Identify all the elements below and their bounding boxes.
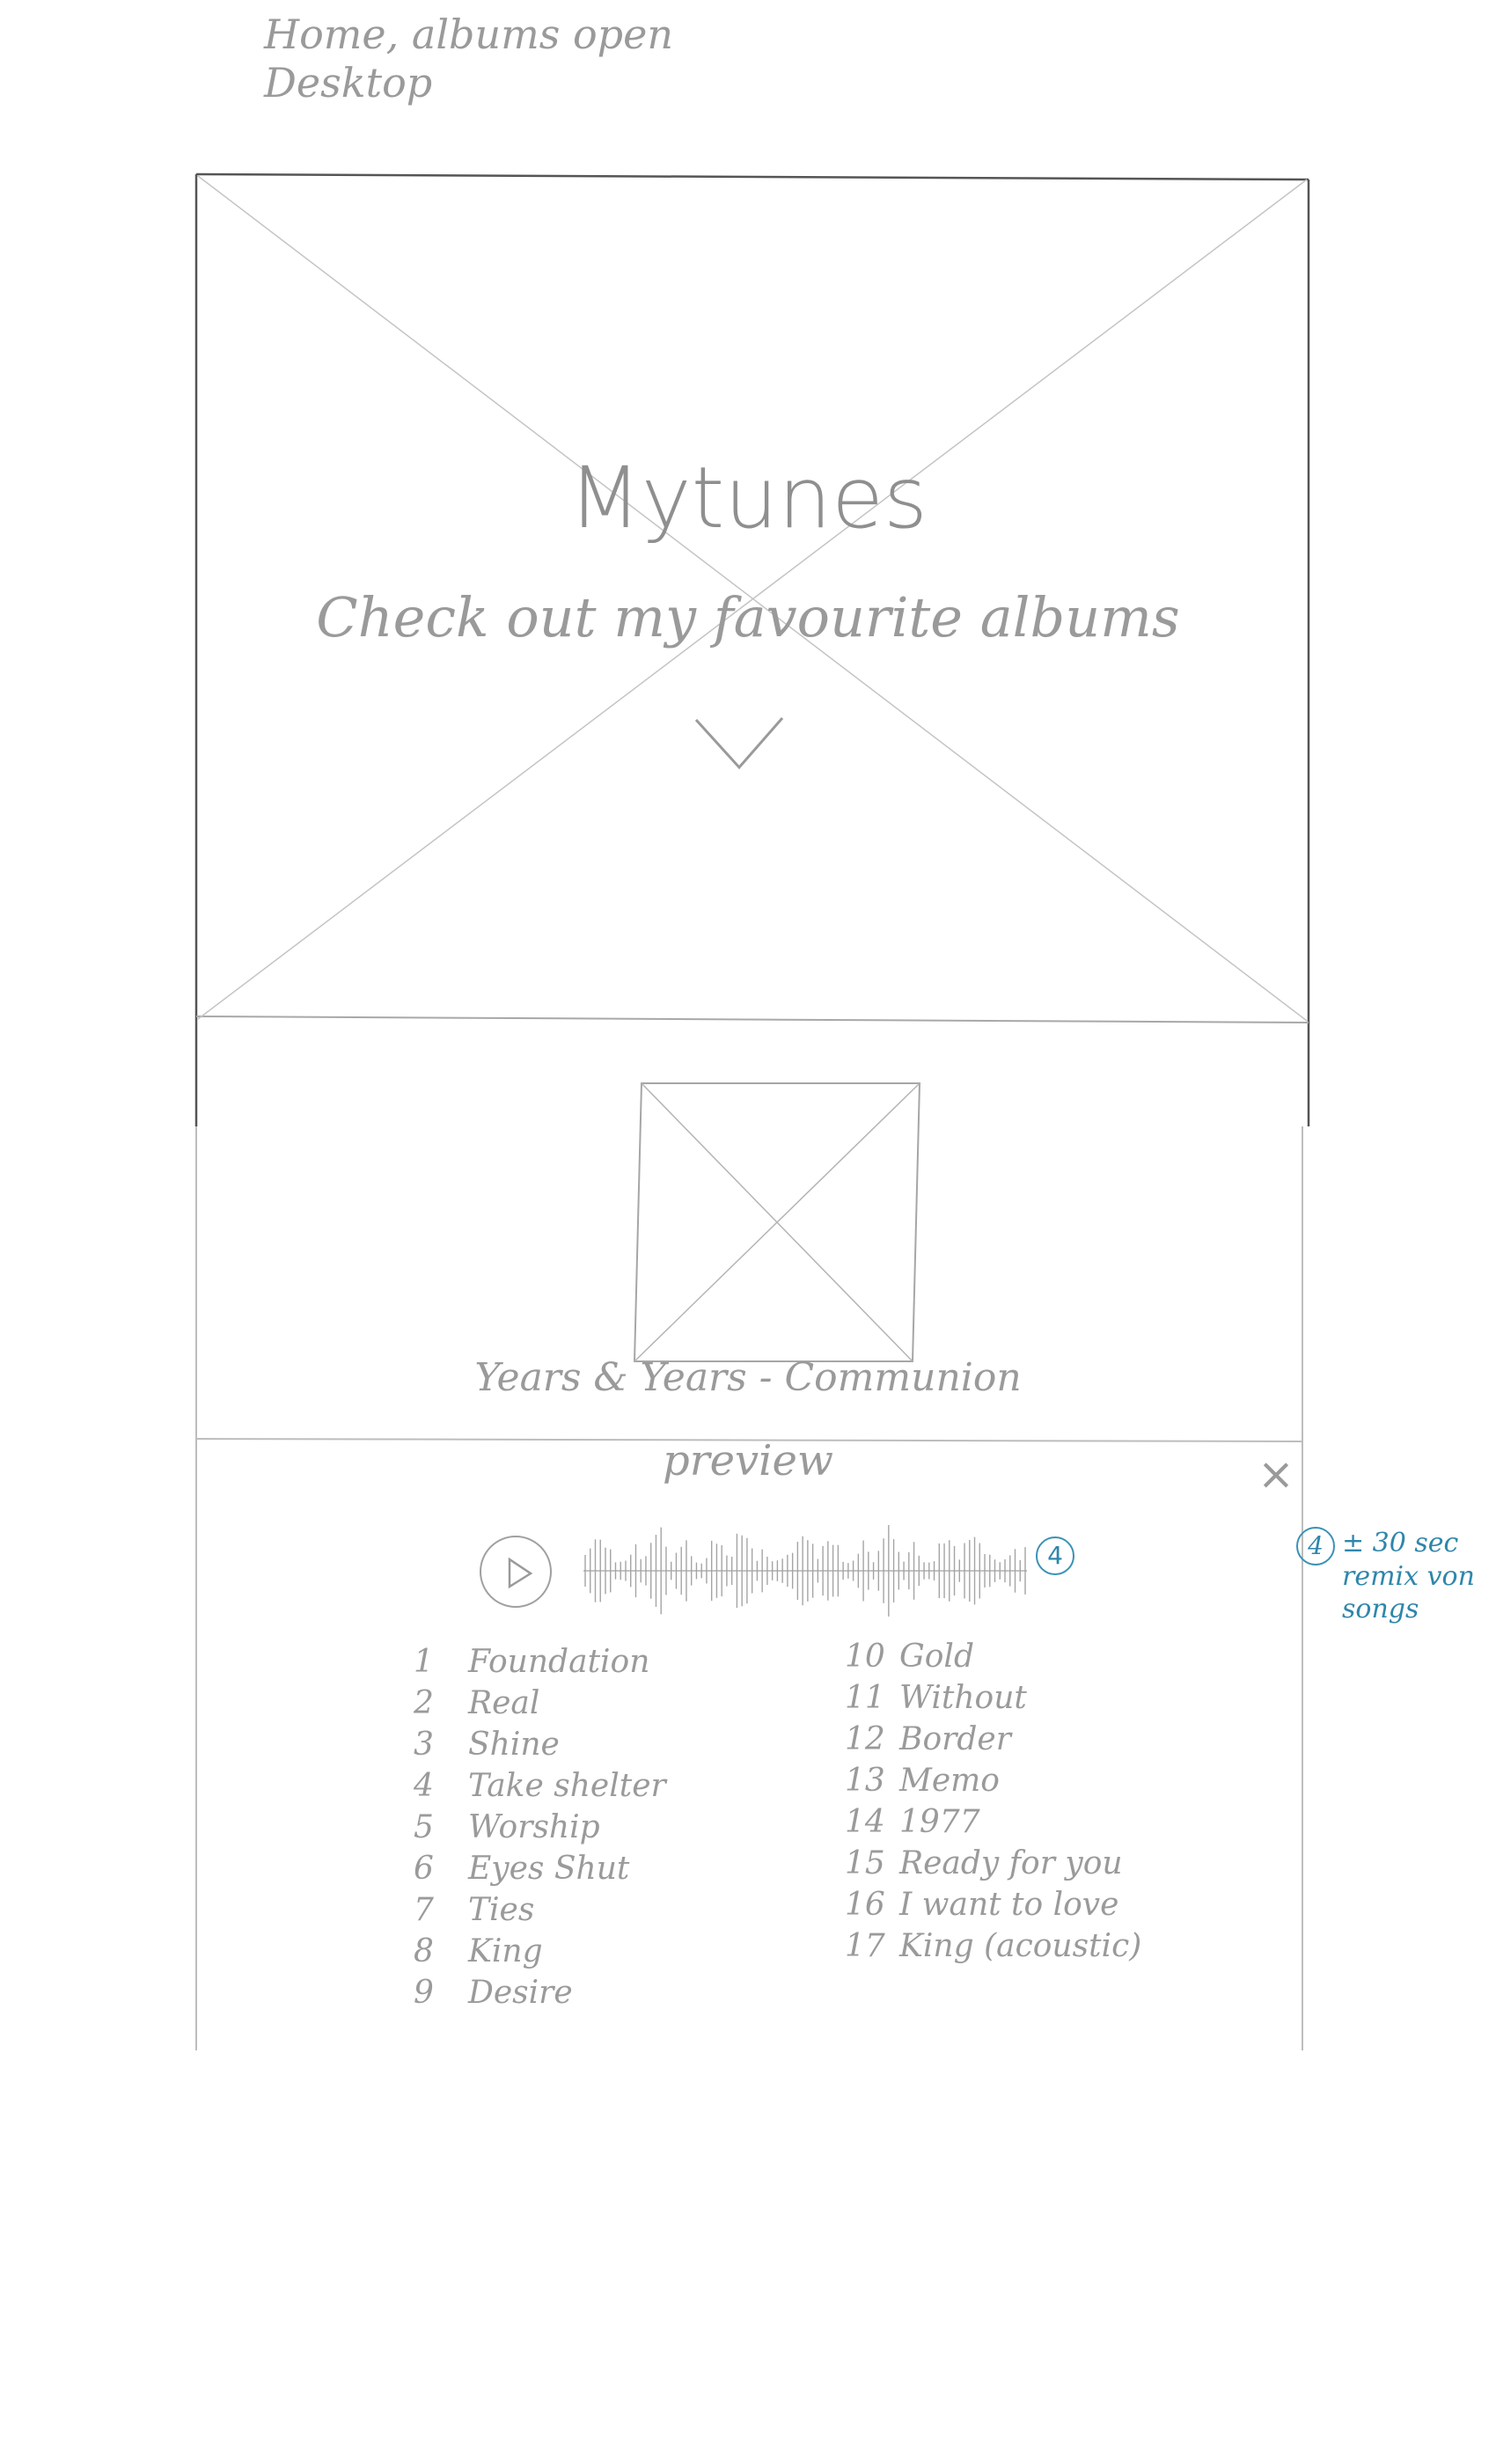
- annotation-note: 4 ± 30 sec remix von songs: [1296, 1527, 1492, 1626]
- preview-marker: 4: [1036, 1536, 1074, 1575]
- hero-subtitle: Check out my favourite albums: [316, 585, 1180, 649]
- page-note: Home, albums open Desktop: [264, 11, 673, 107]
- annotation-line: ± 30 sec: [1342, 1528, 1459, 1558]
- image-placeholder-icon[interactable]: [629, 1078, 928, 1368]
- play-button[interactable]: [480, 1536, 552, 1608]
- close-icon[interactable]: ×: [1258, 1448, 1294, 1500]
- hero-title: Mytunes: [568, 449, 928, 547]
- page-note-line: Desktop: [264, 59, 433, 107]
- annotation-line: remix von: [1342, 1560, 1475, 1592]
- chevron-down-icon[interactable]: [691, 713, 788, 774]
- page-note-line: Home, albums open: [264, 11, 673, 58]
- album-caption: Years & Years - Communion: [474, 1355, 1022, 1400]
- preview-title: preview: [662, 1436, 834, 1485]
- hero-placeholder-cross: [197, 179, 1308, 1020]
- annotation-line: songs: [1342, 1594, 1419, 1624]
- play-icon: [508, 1557, 533, 1589]
- hero-placeholder-cross: [197, 175, 1308, 1022]
- annotation-marker: 4: [1296, 1527, 1335, 1566]
- waveform-icon[interactable]: [576, 1509, 1034, 1632]
